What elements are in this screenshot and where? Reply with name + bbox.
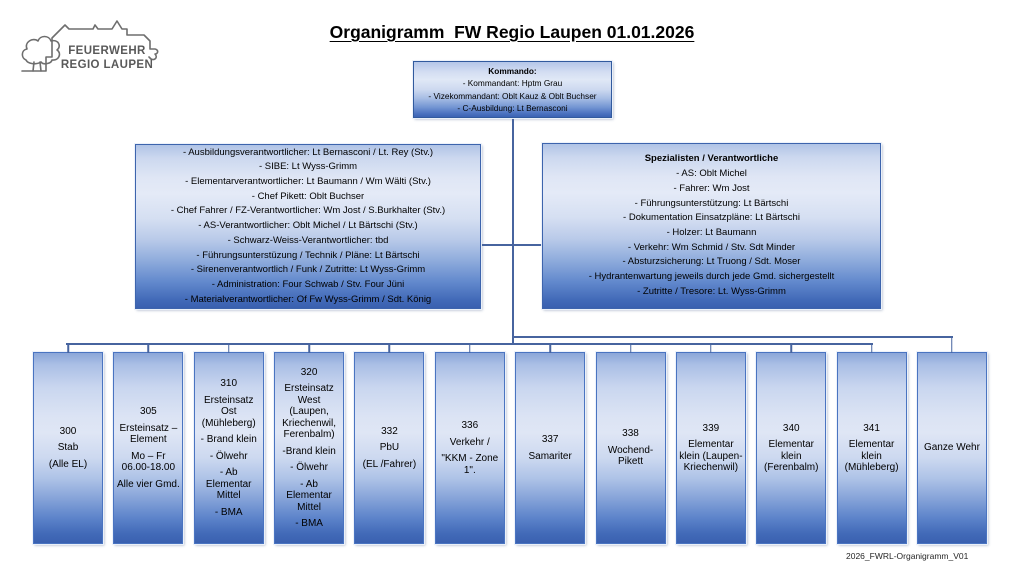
unit-text: Mo – Fr 06.00-18.00 [121,450,176,474]
unit-text: 339 [702,422,720,434]
text-line: - Ausbildungsverantwortlicher: Lt Bernas… [182,146,434,158]
unit-text: Wochend-Pikett [607,444,654,468]
unit-text: 300 [59,425,77,437]
logo-line1: FEUERWEHR [68,45,146,57]
unit-text: PbU [379,442,400,454]
spezialisten-box: Spezialisten / Verantwortliche - AS: Obl… [542,143,881,309]
text-line: - SIBE: Lt Wyss-Grimm [258,161,358,173]
unit-text: 332 [381,425,398,437]
text-line: - Chef Pikett: Oblt Buchser [251,190,365,202]
text-line: - Sirenenverantwortlich / Funk / Zutritt… [190,264,426,276]
unit-text: 336 [461,420,479,431]
unit-text: - Ölwehr [209,450,248,462]
unit-text: 338 [622,428,639,440]
spezialisten-heading: Spezialisten / Verantwortliche [644,153,779,165]
unit-text: 310 [220,378,238,389]
kommando-lines: - Kommandant: Hptm Grau- Vizekommandant:… [414,77,611,113]
unit-text: (EL /Fahrer) [362,458,417,470]
unit-text: - BMA [214,506,243,518]
kommando-box: Kommando: - Kommandant: Hptm Grau- Vizek… [413,61,612,118]
unit-text: 340 [782,422,800,434]
unit-text: - Ab Elementar Mittel [205,467,252,501]
unit-text: 337 [541,434,559,445]
connector-right-branch [513,244,543,246]
unit-text: 320 [300,366,318,378]
unit-text: Verkehr / [449,436,490,448]
laupen-skyline-icon [21,20,159,72]
unit-text: Ersteinsatz West (Laupen, Kriechenwil, F… [282,383,337,440]
unit-text: - Ab Elementar Mittel [286,478,332,513]
unit-text: Ersteinsatz Ost (Mühleberg) [201,394,256,429]
unit-text: (Alle EL) [48,458,88,470]
text-line: - Chef Fahrer / FZ-Verantwortlicher: Wm … [170,205,446,217]
verantwortliche-lines: - Ausbildungsverantwortlicher: Lt Bernas… [136,146,480,308]
unit-text: Elementar klein (Mühleberg) [844,439,899,473]
text-line: - Holzer: Lt Baumann [666,227,757,238]
text-line: - C-Ausbildung: Lt Bernasconi [457,102,568,113]
logo-line2: REGIO LAUPEN [60,59,154,72]
logo: FEUERWEHR REGIO LAUPEN [14,8,184,80]
connector-left-branch [480,244,513,246]
spezialisten-lines: - AS: Oblt Michel - Fahrer: Wm Jost - Führ… [543,167,880,299]
text-line: - Materialverantwortlicher: Of Fw Wyss-G… [184,293,432,305]
text-line: - Verkehr: Wm Schmid / Stv. Sdt Minder [627,241,796,253]
text-line: - Führungsunterstützung: Lt Bärtschi [634,197,789,209]
connector-trunk [512,116,514,344]
unit-text: 341 [863,422,880,434]
text-line: - Absturzsicherung: Lt Truong / Sdt. Mos… [622,256,801,268]
unit-text: - Brand klein [200,434,257,445]
unit-box-ganze-wehr: Ganze Wehr [916,352,987,544]
logo-text: FEUERWEHR REGIO LAUPEN [42,44,172,72]
unit-text: Ersteinsatz – Element [119,422,178,446]
text-line: - AS-Verantwortlicher: Oblt Michel / Lt … [198,220,418,232]
unit-text: Ganze Wehr [923,442,980,454]
unit-text: - BMA [295,518,323,529]
unit-text: Samariter [528,450,572,462]
text-line: - Elementarverantwortlicher: Lt Baumann … [185,175,431,187]
connector-upper-rail [512,336,953,338]
unit-text: Stab [57,442,79,454]
text-line: - Führungsunterstüzung / Technik / Pläne… [196,249,420,261]
text-line: - Administration: Four Schwab / Stv. Fou… [211,279,405,291]
text-line: - AS: Oblt Michel [676,168,747,180]
unit-text: Alle vier Gmd. [116,478,180,490]
footer-version-label: 2026_FWRL-Organigramm_V01 [846,551,969,561]
unit-text: - Ölwehr [290,462,328,473]
text-line: - Dokumentation Einsatzpläne: Lt Bärtsch… [623,212,800,224]
unit-text: "KKM - Zone 1". [441,453,499,476]
page-title: Organigramm FW Regio Laupen 01.01.2026 [329,22,695,42]
unit-text: Elementar klein (Ferenbalm) [764,439,819,473]
text-line: - Kommandant: Hptm Grau [462,78,563,89]
kommando-heading: Kommando: [488,66,537,77]
unit-text: Elementar klein (Laupen-Kriechenwil) [679,439,743,473]
text-line: - Schwarz-Weiss-Verantwortlicher: tbd [227,234,389,246]
unit-text: -Brand klein [282,445,336,457]
verantwortliche-box: - Ausbildungsverantwortlicher: Lt Bernas… [135,144,481,309]
unit-text: 305 [140,406,157,417]
text-line: - Hydrantenwartung jeweils durch jede Gm… [588,271,835,283]
text-line: - Zutritte / Tresore: Lt. Wyss-Grimm [637,285,786,297]
text-line: - Vizekommandant: Oblt Kauz & Oblt Buchs… [428,90,597,101]
text-line: - Fahrer: Wm Jost [673,182,750,194]
